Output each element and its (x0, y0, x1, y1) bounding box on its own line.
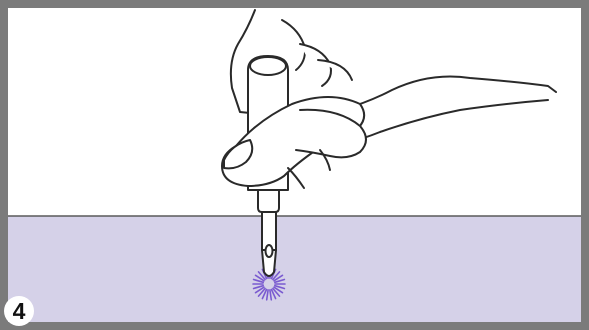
surface (0, 216, 589, 330)
step-number-badge: 4 (4, 296, 34, 326)
